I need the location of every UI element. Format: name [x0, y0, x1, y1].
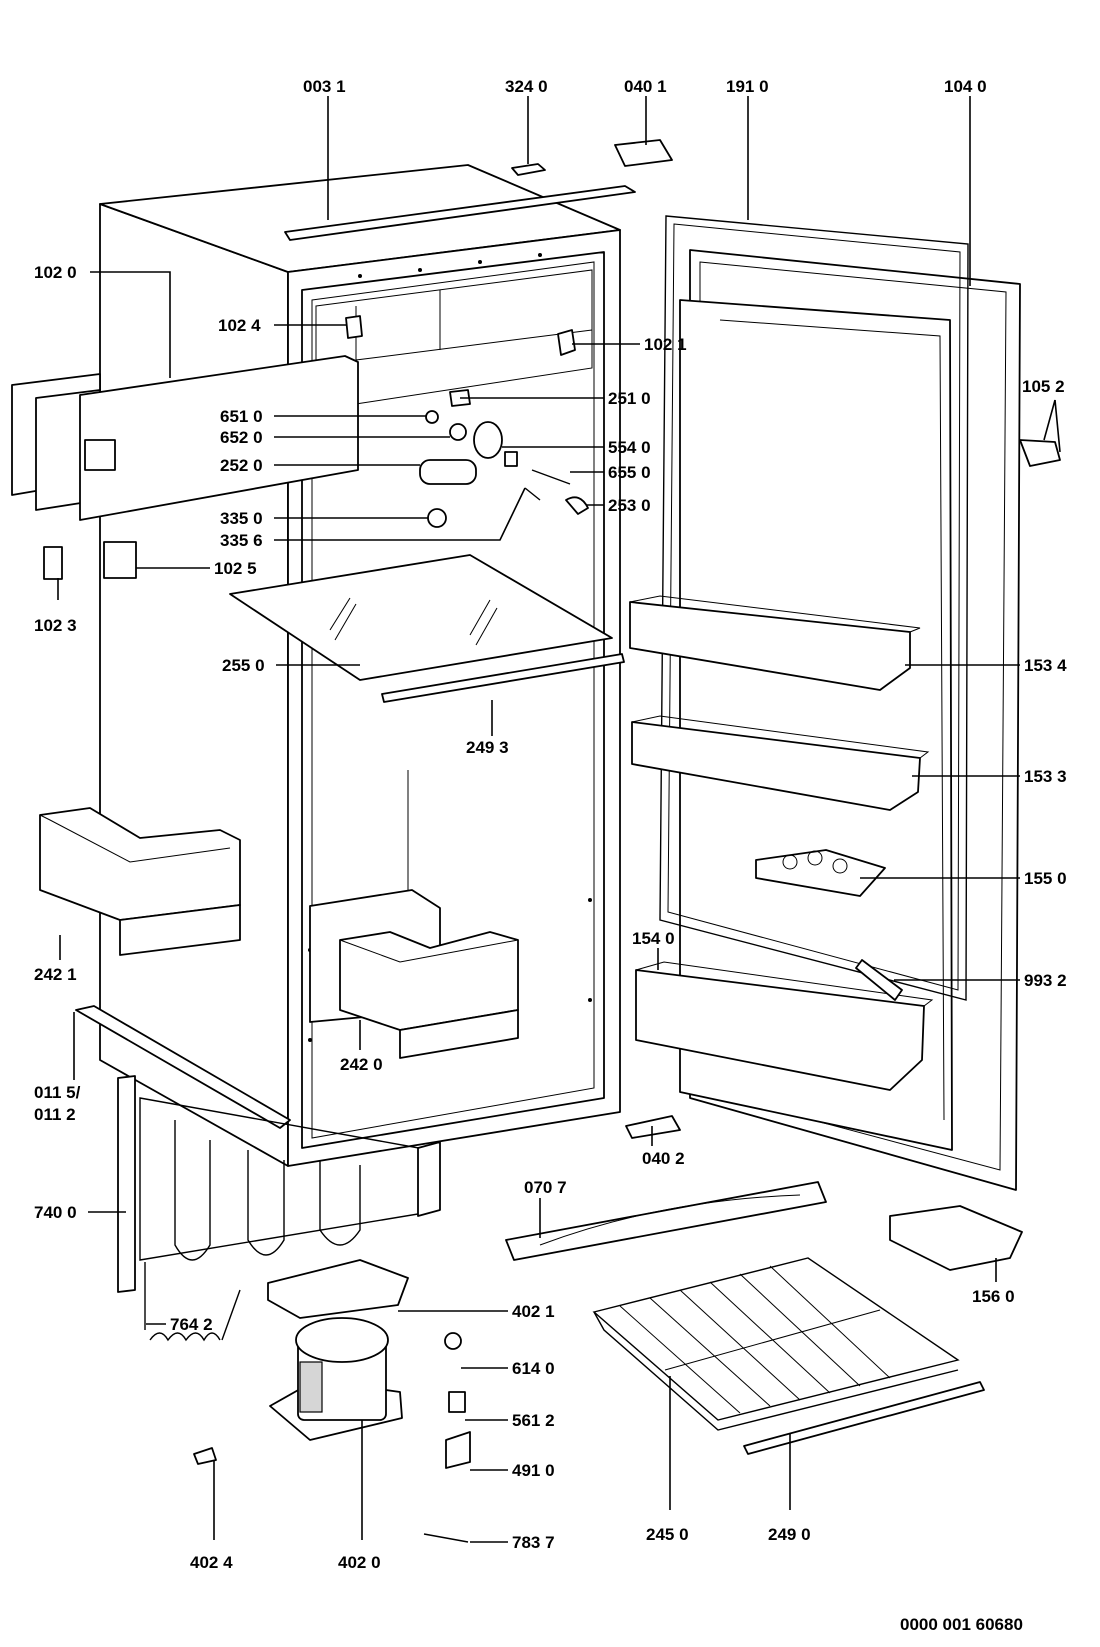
- label-1052: 105 2: [1022, 377, 1065, 396]
- vegetable-bin-right: [339, 931, 519, 1059]
- label-6140: 614 0: [512, 1359, 555, 1378]
- label-0115: 011 5/: [34, 1083, 81, 1102]
- label-2520: 252 0: [220, 456, 263, 475]
- label-1024: 102 4: [218, 316, 261, 335]
- label-1023: 102 3: [34, 616, 77, 635]
- label-1560: 156 0: [972, 1287, 1015, 1306]
- label-1021: 102 1: [644, 335, 687, 354]
- label-6510: 651 0: [220, 407, 263, 426]
- capillary: [144, 1262, 241, 1342]
- label-4910: 491 0: [512, 1461, 555, 1480]
- label-3240: 324 0: [505, 77, 548, 96]
- label-1020: 102 0: [34, 263, 77, 282]
- label-1040: 104 0: [944, 77, 987, 96]
- part-labels: 003 1 324 0 040 1 191 0 104 0 102 0 102 …: [34, 77, 1067, 1634]
- compressor-bracket: [267, 1259, 409, 1319]
- label-9932: 993 2: [1024, 971, 1067, 990]
- door-shelf-1533: [631, 715, 930, 811]
- bottom-rail: [75, 1005, 291, 1129]
- shelf-trim: [381, 653, 625, 703]
- label-6520: 652 0: [220, 428, 263, 447]
- label-0707: 070 7: [524, 1178, 567, 1197]
- label-4020: 402 0: [338, 1553, 381, 1572]
- label-1025: 102 5: [214, 559, 257, 578]
- label-7837: 783 7: [512, 1533, 555, 1552]
- control-panel-cover: [11, 355, 359, 521]
- door-shelf-1534: [629, 595, 921, 691]
- label-3356: 335 6: [220, 531, 263, 550]
- part-1021: [557, 329, 576, 356]
- drawing-number: 0000 001 60680: [900, 1615, 1023, 1634]
- label-2420: 242 0: [340, 1055, 383, 1074]
- thermostat-knob: [473, 421, 503, 459]
- clip-part: [511, 163, 546, 176]
- ice-tray: [889, 1205, 1023, 1271]
- wire-shelf: [592, 1257, 960, 1431]
- label-1910: 191 0: [726, 77, 769, 96]
- thermostat-housing: [419, 459, 477, 485]
- top-rail: [284, 185, 636, 241]
- top-hinge: [614, 139, 673, 167]
- label-4024: 402 4: [190, 1553, 233, 1572]
- label-0031: 003 1: [303, 77, 346, 96]
- label-2421: 242 1: [34, 965, 77, 984]
- label-4021: 402 1: [512, 1302, 555, 1321]
- label-0112: 011 2: [34, 1105, 76, 1124]
- label-7400: 740 0: [34, 1203, 77, 1222]
- label-0402: 040 2: [642, 1149, 685, 1168]
- label-2450: 245 0: [646, 1525, 689, 1544]
- cover-strip: [505, 1181, 827, 1261]
- label-2530: 253 0: [608, 496, 651, 515]
- condenser: [117, 1075, 441, 1293]
- label-7642: 764 2: [170, 1315, 213, 1334]
- vegetable-bin-left: [39, 807, 241, 956]
- door-hinge: [1019, 439, 1061, 467]
- glass-shelf: [229, 554, 613, 681]
- leader-lines: [57, 96, 1061, 1543]
- label-1540: 154 0: [632, 929, 675, 948]
- label-0401: 040 1: [624, 77, 667, 96]
- egg-tray: [755, 849, 886, 897]
- label-2510: 251 0: [608, 389, 651, 408]
- compressor: [269, 1317, 403, 1441]
- wire-shelf-trim: [743, 1381, 985, 1455]
- label-2493: 249 3: [466, 738, 509, 757]
- label-2550: 255 0: [222, 656, 265, 675]
- label-2490: 249 0: [768, 1525, 811, 1544]
- label-5540: 554 0: [608, 438, 651, 457]
- door: [659, 215, 1021, 1191]
- part-6520: [449, 423, 467, 441]
- door-shelf-1540: [635, 961, 934, 1091]
- label-6550: 655 0: [608, 463, 651, 482]
- label-3350: 335 0: [220, 509, 263, 528]
- label-5612: 561 2: [512, 1411, 555, 1430]
- part-1024: [345, 315, 363, 339]
- label-1550: 155 0: [1024, 869, 1067, 888]
- label-1533: 153 3: [1024, 767, 1067, 786]
- label-1534: 153 4: [1024, 656, 1067, 675]
- part-6510: [425, 410, 439, 424]
